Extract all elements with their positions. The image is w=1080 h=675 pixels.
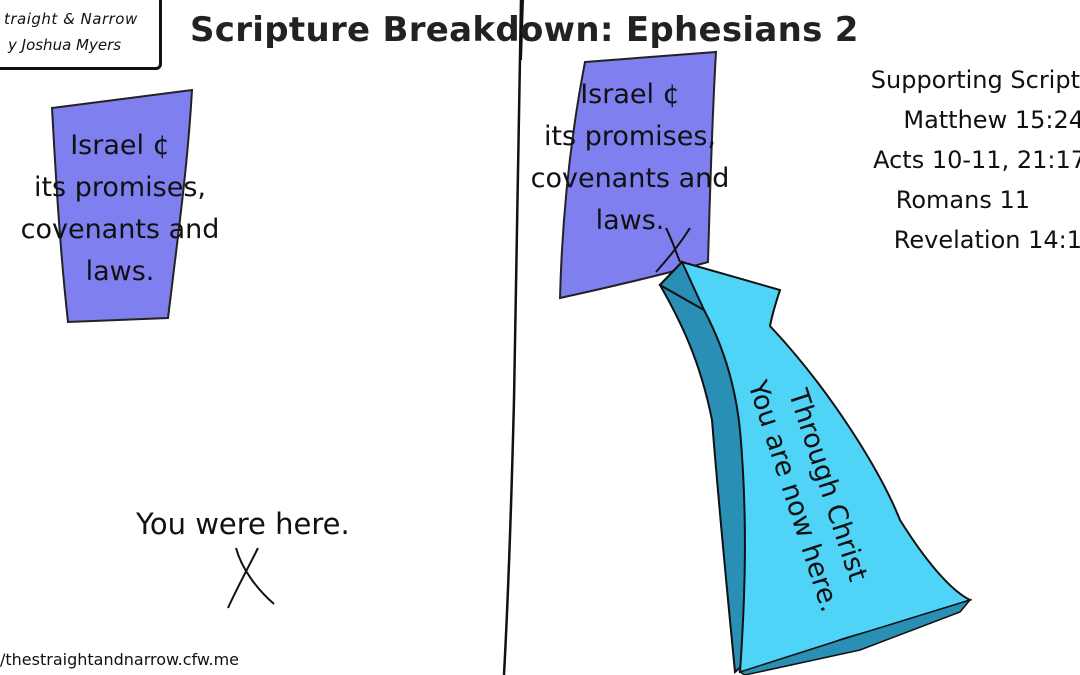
comic-tag-line1: traight & Narrow — [4, 10, 138, 28]
left-block-line: Israel ¢ — [70, 130, 170, 161]
left-block-line: laws. — [85, 256, 155, 287]
supporting-line: Matthew 15:24 — [903, 106, 1080, 134]
right-block-line: laws. — [595, 205, 665, 236]
left-block-text: Israel ¢ its promises, covenants and law… — [0, 125, 240, 293]
supporting-line: Revelation 14:1 — [893, 226, 1080, 254]
left-block-line: covenants and — [20, 214, 220, 245]
comic-tag-line2: y Joshua Myers — [8, 36, 122, 54]
arrow-head-shade — [658, 260, 707, 313]
right-israel-block — [558, 50, 718, 300]
panel-divider — [502, 0, 523, 675]
supporting-line: Romans 11 — [895, 186, 1030, 214]
supporting-scripture: Supporting Script Matthew 15:24 Acts 10-… — [845, 60, 1080, 260]
left-x-mark — [227, 547, 275, 609]
panel-divider-top — [520, 0, 524, 61]
right-block-text: Israel ¢ its promises, covenants and law… — [505, 74, 755, 242]
arrow-tail-shade — [738, 598, 973, 675]
right-block-line: covenants and — [530, 163, 730, 194]
footer-url: /thestraightandnarrow.cfw.me — [0, 650, 239, 669]
page-title: Scripture Breakdown: Ephesians 2 — [190, 10, 859, 50]
right-x-mark — [655, 227, 691, 273]
right-block-line: Israel ¢ — [580, 79, 680, 110]
left-block-line: its promises, — [33, 172, 207, 203]
you-were-here-text: You were here. — [136, 507, 350, 541]
left-israel-block — [50, 88, 194, 324]
supporting-line: Supporting Script — [870, 66, 1080, 94]
supporting-line: Acts 10-11, 21:17 — [873, 146, 1080, 174]
right-block-line: its promises, — [543, 121, 717, 152]
comic-tag-box — [0, 0, 162, 70]
